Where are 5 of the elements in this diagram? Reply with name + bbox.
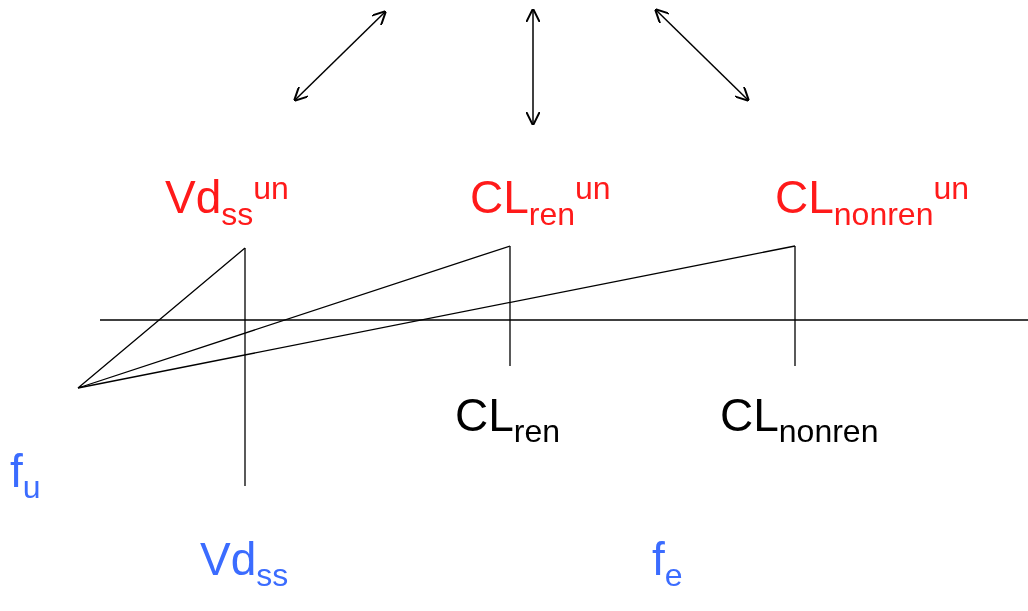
variable-label: f$_{e}$ xyxy=(652,536,683,592)
variable-label: CL$_{ren}$ xyxy=(455,392,561,448)
variable-label: f$_{u}$ xyxy=(10,448,41,504)
variable-label: CL$_{nonren}$ xyxy=(720,392,879,448)
variable-label: Vd$_{ss}$ xyxy=(200,536,289,592)
